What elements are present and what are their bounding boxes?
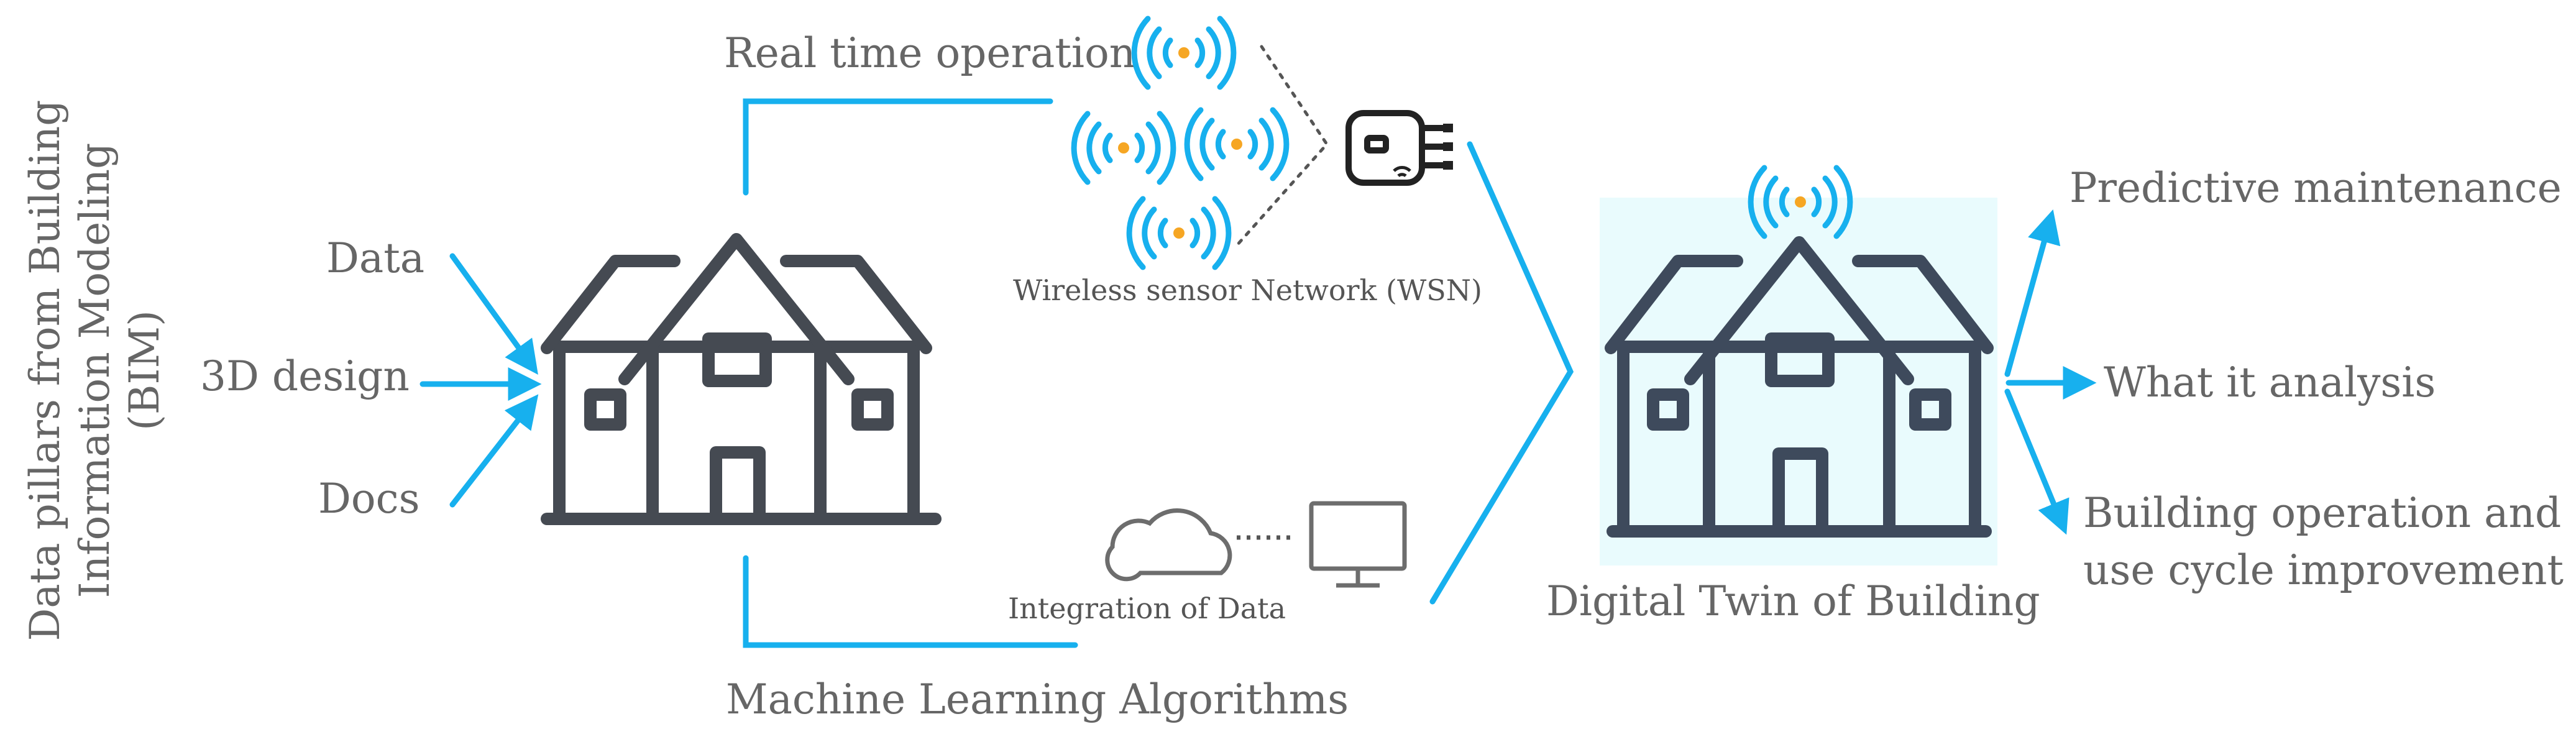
cloud-icon [1105,508,1232,582]
wireless-signal-icon [1074,114,1173,182]
connector-bottom [743,555,1078,648]
left-title-line3: (BIM) [121,310,168,431]
output-building-operation-line1: Building operation and [2083,489,2561,537]
arrow-docs [449,394,539,508]
wireless-router-icon [1345,110,1453,186]
machine-learning-label: Machine Learning Algorithms [726,676,1349,723]
output-building-operation-line2: use cycle improvement [2083,546,2564,594]
connector-top [743,98,1053,196]
sensor-dotted-link [1235,45,1329,247]
wsn-label: Wireless sensor Network (WSN) [1013,273,1482,307]
arrow-predictive [2004,209,2061,377]
integration-of-data-label: Integration of Data [1008,592,1286,625]
input-data-label: Data [326,234,424,282]
input-docs-label: Docs [318,475,420,523]
left-title-line2: Information Modeling [71,143,119,598]
left-title: Data pillars from Building Information M… [21,99,168,641]
digital-twin-label: Digital Twin of Building [1546,577,2040,625]
house-icon [541,233,942,525]
real-time-operation-label: Real time operation [724,29,1135,77]
input-3d-design-label: 3D design [200,352,410,400]
digital-twin-house-icon [1605,236,1994,538]
output-what-it-label: What it analysis [2104,359,2436,406]
arrow-data [449,253,538,375]
left-title-line1: Data pillars from Building [21,99,69,641]
chevron-into-twin [1429,141,1574,605]
wireless-signal-icon [1134,19,1234,87]
monitor-icon [1309,501,1407,588]
arrow-building-operation [2004,388,2070,535]
output-predictive-label: Predictive maintenance [2070,164,2562,212]
wireless-signal-icon [1187,110,1286,178]
wireless-signal-icon [1129,199,1229,267]
